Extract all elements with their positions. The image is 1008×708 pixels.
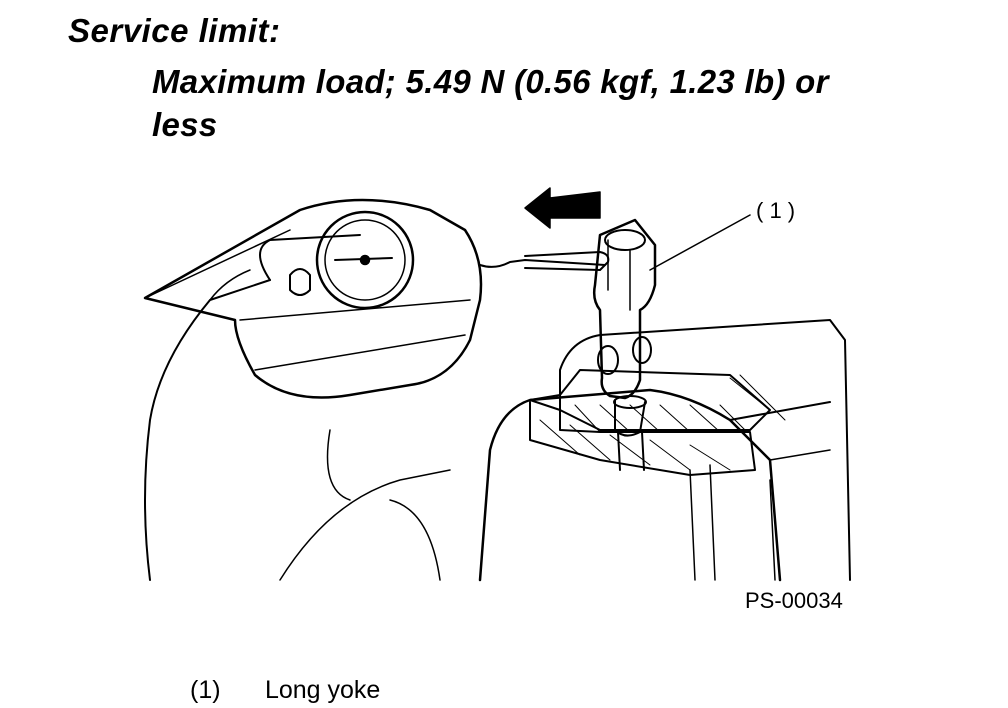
wood-jaws [529, 369, 786, 476]
limit-line-2: less [152, 106, 218, 143]
spring-scale [143, 198, 610, 399]
spring-scale-yoke-illustration: ( 1 ) [143, 187, 851, 582]
legend-number: (1) [190, 676, 221, 704]
legend-label: Long yoke [264, 676, 381, 704]
maximum-load-text: Maximum load; 5.49 N (0.56 kgf, 1.23 lb)… [152, 60, 972, 146]
service-limit-heading: Service limit: [68, 12, 281, 49]
callout-label: ( 1 ) [756, 198, 795, 223]
legend: (1) Long yoke [190, 676, 380, 705]
figure-code: PS-00034 [745, 588, 843, 613]
long-yoke [592, 218, 657, 471]
callout-leader [649, 214, 751, 271]
vise-body [478, 319, 851, 582]
hand [144, 234, 451, 581]
pull-direction-arrow [524, 187, 601, 229]
limit-line-1: Maximum load; 5.49 N (0.56 kgf, 1.23 lb)… [152, 63, 829, 100]
